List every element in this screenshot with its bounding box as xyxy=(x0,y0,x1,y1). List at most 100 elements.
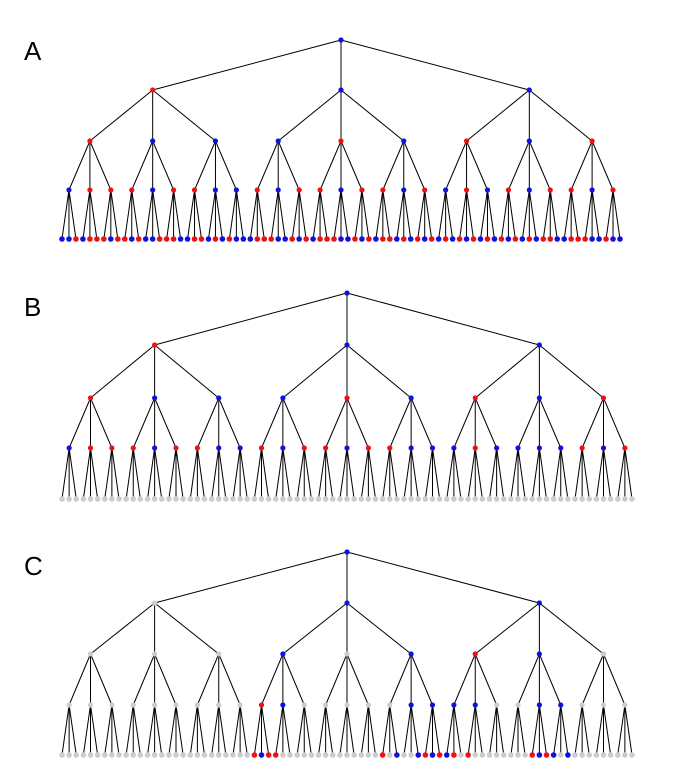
tree-node-level3 xyxy=(66,187,72,193)
tree-node-level2 xyxy=(472,651,478,657)
tree-node-level1 xyxy=(338,87,344,93)
tree-node-leaf xyxy=(522,496,528,502)
tree-edge xyxy=(232,704,241,756)
tree-node-leaf xyxy=(443,752,450,758)
tree-node-leaf xyxy=(472,752,479,758)
tree-node-leaf xyxy=(244,496,251,502)
tree-node-leaf xyxy=(500,496,507,502)
tree-node-leaf xyxy=(498,236,505,242)
tree-node-level1 xyxy=(344,342,350,348)
tree-node-leaf xyxy=(610,236,616,242)
tree-node-leaf xyxy=(272,752,279,758)
tree-node-level3 xyxy=(443,187,449,193)
tree-node-leaf xyxy=(415,752,422,758)
tree-node-level3 xyxy=(152,445,158,451)
tree-edge xyxy=(282,602,348,655)
tree-node-leaf xyxy=(394,752,400,758)
tree-edge xyxy=(218,447,227,500)
tree-node-leaf xyxy=(593,496,600,502)
tree-edge xyxy=(410,447,419,500)
tree-edge xyxy=(339,447,348,500)
tree-edge xyxy=(581,397,604,449)
tree-node-leaf xyxy=(565,496,571,502)
tree-node-leaf xyxy=(109,496,115,502)
tree-node-leaf xyxy=(593,752,600,758)
tree-edge xyxy=(549,189,558,240)
tree-edge xyxy=(563,189,572,240)
tree-node-level2 xyxy=(212,138,219,144)
tree-edge xyxy=(624,704,633,756)
tree-node-level1 xyxy=(150,87,156,93)
tree-node-leaf xyxy=(614,496,621,502)
tree-node-level2 xyxy=(536,395,542,401)
tree-edge xyxy=(147,447,156,500)
tree-edge xyxy=(275,447,284,500)
tree-node-leaf xyxy=(251,752,258,758)
tree-node-level2 xyxy=(152,395,158,401)
tree-edge xyxy=(196,653,220,706)
tree-node-leaf xyxy=(557,752,564,758)
tree-node-leaf xyxy=(219,236,226,242)
tree-edge xyxy=(318,447,327,500)
tree-node-leaf xyxy=(101,236,107,242)
tree-node-leaf xyxy=(289,236,295,242)
tree-edge xyxy=(253,704,262,756)
tree-edge xyxy=(325,704,334,756)
tree-node-leaf xyxy=(151,752,158,758)
tree-node-leaf xyxy=(465,496,471,502)
tree-node-leaf xyxy=(408,752,414,758)
tree-edge xyxy=(166,189,175,240)
tree-node-leaf xyxy=(572,496,578,502)
tree-edge xyxy=(617,704,626,756)
tree-node-level3 xyxy=(472,445,478,451)
tree-node-level2 xyxy=(600,395,607,401)
tree-node-leaf xyxy=(294,496,300,502)
tree-node-level3 xyxy=(526,187,532,193)
tree-edge xyxy=(82,447,91,500)
tree-node-leaf xyxy=(223,496,229,502)
tree-node-leaf xyxy=(59,236,65,242)
tree-node-leaf xyxy=(80,496,87,502)
tree-node-leaf xyxy=(170,236,177,242)
tree-node-level2 xyxy=(344,395,350,401)
tree-node-leaf xyxy=(365,496,372,502)
tree-node-leaf xyxy=(116,496,122,502)
tree-node-leaf xyxy=(622,496,628,502)
tree-edge xyxy=(303,447,312,500)
tree-edge xyxy=(90,704,99,756)
tree-node-level3 xyxy=(408,702,414,708)
tree-node-leaf xyxy=(208,752,215,758)
tree-node-level2 xyxy=(87,395,94,401)
tree-node-leaf xyxy=(533,236,540,242)
tree-edge xyxy=(560,447,569,500)
panel-c-edges xyxy=(61,551,633,756)
tree-edge xyxy=(256,189,265,240)
tree-node-leaf xyxy=(443,496,450,502)
tree-edge xyxy=(474,602,540,655)
tree-node-leaf xyxy=(80,236,86,242)
tree-edge xyxy=(539,344,604,399)
tree-node-leaf xyxy=(265,752,272,758)
panel-b-label: B xyxy=(24,292,41,322)
tree-node-level3 xyxy=(451,702,457,708)
tree-edge xyxy=(270,189,279,240)
tree-node-leaf xyxy=(540,236,547,242)
tree-node-leaf xyxy=(351,496,357,502)
tree-edge xyxy=(517,397,540,449)
tree-node-leaf xyxy=(472,496,479,502)
tree-node-level3 xyxy=(451,445,457,451)
tree-edge xyxy=(340,189,349,240)
tree-node-leaf xyxy=(151,496,158,502)
tree-edge xyxy=(480,189,488,240)
tree-node-leaf xyxy=(479,752,486,758)
tree-node-level3 xyxy=(173,702,179,708)
tree-node-leaf xyxy=(166,752,172,758)
tree-edge xyxy=(424,189,433,240)
tree-edge xyxy=(154,704,163,756)
tree-node-leaf xyxy=(596,236,602,242)
tree-edge xyxy=(542,189,551,240)
tree-edge xyxy=(466,140,488,191)
tree-node-leaf xyxy=(554,236,561,242)
tree-node-level3 xyxy=(109,445,115,451)
tree-edge xyxy=(253,447,262,500)
